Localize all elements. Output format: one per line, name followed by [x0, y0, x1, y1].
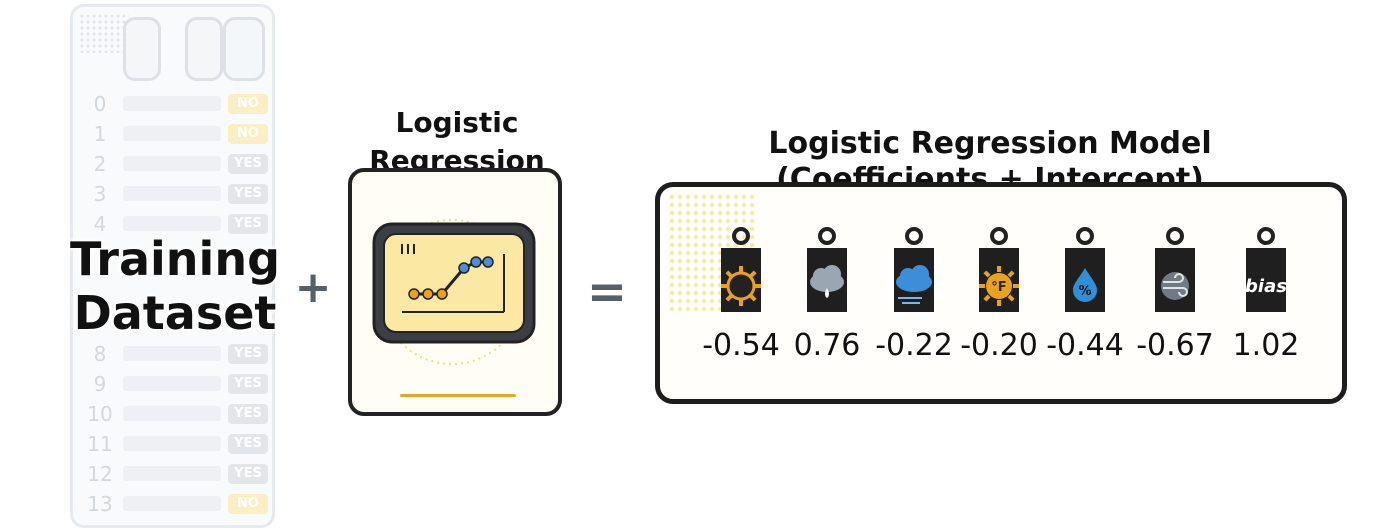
coefficient-value: -0.54 [702, 328, 780, 363]
cloud-rain-icon [799, 226, 855, 316]
table-row: 4 YES [73, 209, 272, 239]
coefficient-value: 0.76 [793, 328, 861, 363]
coefficient-value: -0.22 [875, 328, 953, 363]
row-index: 9 [93, 372, 107, 396]
row-features [123, 346, 221, 361]
row-label: YES [228, 404, 268, 424]
row-index: 8 [93, 342, 107, 366]
plus-operator: + [294, 262, 332, 313]
row-label: NO [228, 94, 268, 114]
cloud-wind-icon [886, 226, 942, 316]
table-row: 2 YES [73, 149, 272, 179]
table-row: 13 NO [73, 489, 272, 519]
row-features [123, 126, 221, 141]
coefficient-value: -0.67 [1136, 328, 1214, 363]
row-features [123, 406, 221, 421]
row-label: YES [228, 434, 268, 454]
row-index: 11 [87, 432, 113, 456]
row-label: YES [228, 464, 268, 484]
row-features [123, 186, 221, 201]
table-header-label [223, 17, 265, 81]
row-label: NO [228, 124, 268, 144]
row-features [123, 436, 221, 451]
table-row: 0 NO [73, 89, 272, 119]
table-row: 9 YES [73, 369, 272, 399]
row-index: 10 [87, 402, 113, 426]
row-index: 2 [93, 152, 107, 176]
svg-text:bias: bias [1245, 276, 1287, 297]
table-row: 8 YES [73, 339, 272, 369]
model-title-text: Logistic Regression Model [768, 126, 1212, 161]
sun-icon [713, 226, 769, 316]
accent-underline [400, 394, 516, 397]
coefficient-value: 1.02 [1232, 328, 1300, 363]
row-features [123, 156, 221, 171]
row-index: 4 [93, 212, 107, 236]
row-index: 0 [93, 92, 107, 116]
dot-pattern [79, 13, 129, 53]
temperature-icon: °F [971, 226, 1027, 316]
row-index: 3 [93, 182, 107, 206]
row-index: 12 [87, 462, 113, 486]
row-label: YES [228, 154, 268, 174]
row-features [123, 496, 221, 511]
table-header-feature [185, 17, 223, 81]
coefficient-value: -0.20 [960, 328, 1038, 363]
humidity-icon: % [1057, 226, 1113, 316]
row-label: YES [228, 214, 268, 234]
row-features [123, 376, 221, 391]
row-index: 13 [87, 492, 113, 516]
svg-text:°F: °F [991, 280, 1006, 295]
coefficient-value: -0.44 [1046, 328, 1124, 363]
table-row: 11 YES [73, 429, 272, 459]
table-row: 10 YES [73, 399, 272, 429]
row-label: YES [228, 374, 268, 394]
table-row: 1 NO [73, 119, 272, 149]
row-features [123, 466, 221, 481]
wind-icon [1147, 226, 1203, 316]
table-row: 3 YES [73, 179, 272, 209]
row-features [123, 216, 221, 231]
row-label: YES [228, 344, 268, 364]
bias-icon: bias [1238, 226, 1294, 316]
row-label: NO [228, 494, 268, 514]
equals-operator: = [586, 264, 628, 320]
table-row: 12 YES [73, 459, 272, 489]
regression-chart-icon [372, 219, 536, 365]
row-index: 1 [93, 122, 107, 146]
table-header-feature [123, 17, 161, 81]
algorithm-card [348, 168, 562, 416]
svg-text:%: % [1078, 284, 1091, 299]
training-dataset-title: Training Dataset [69, 232, 280, 340]
row-label: YES [228, 184, 268, 204]
row-features [123, 96, 221, 111]
